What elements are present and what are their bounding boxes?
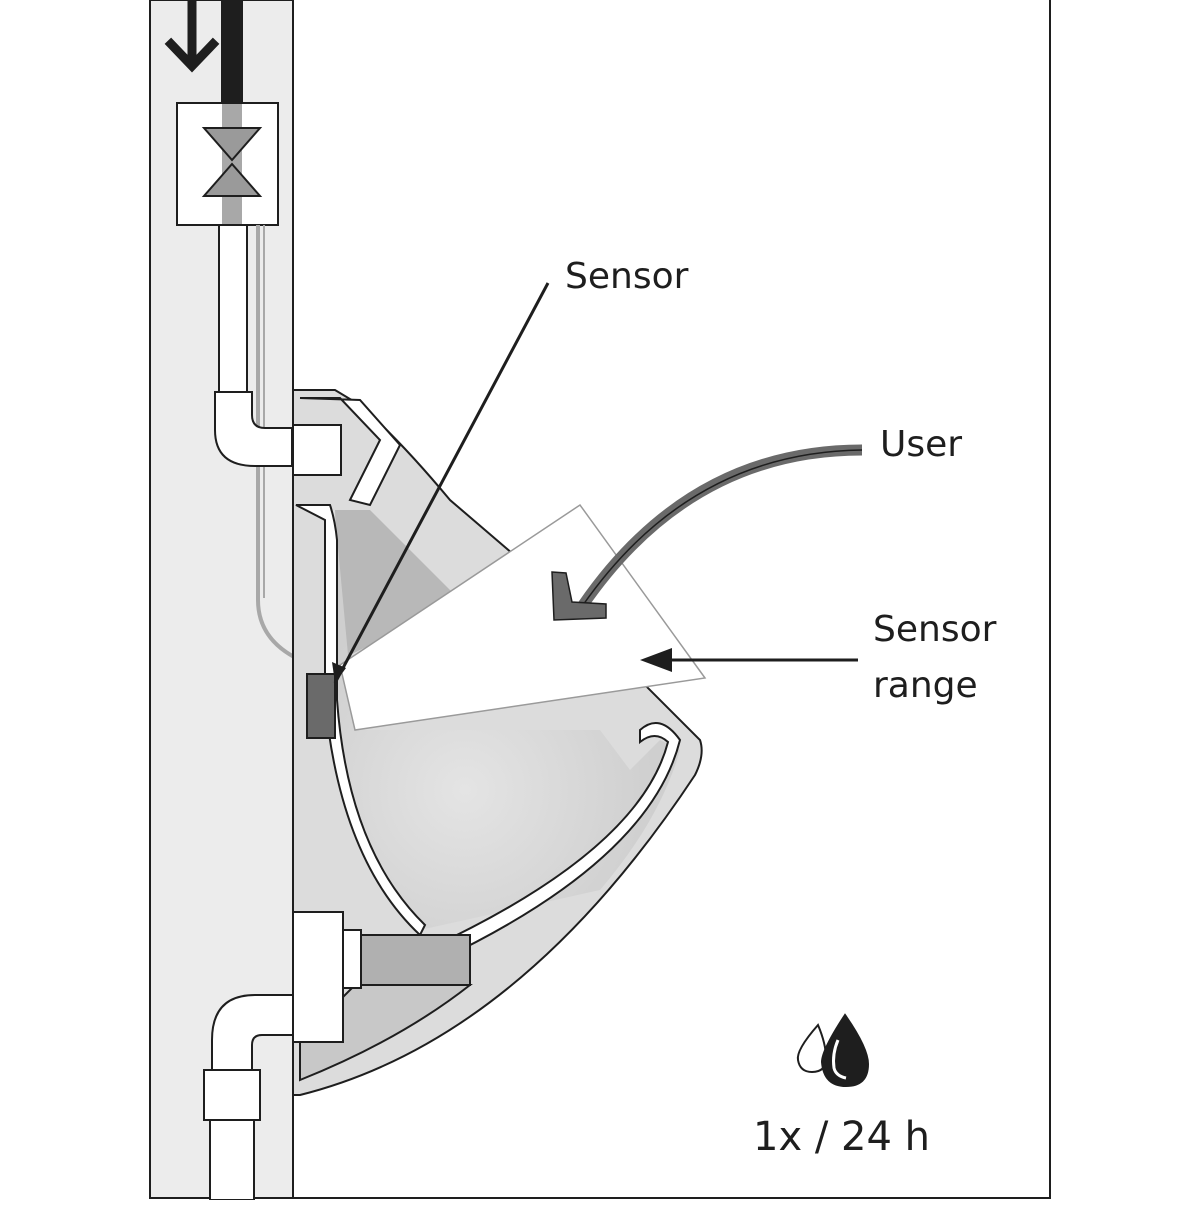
supply-pipe xyxy=(221,0,243,104)
inlet-pipe xyxy=(218,224,248,396)
flow-down-arrow-icon xyxy=(164,0,220,73)
outlet-coupling xyxy=(203,1069,261,1121)
sensor-leader-line xyxy=(333,282,550,684)
drain-connector xyxy=(292,911,344,1043)
sensor-range-line-1: Sensor xyxy=(873,609,997,650)
sensor-label: Sensor xyxy=(565,256,689,297)
inlet-connector xyxy=(292,424,342,476)
sensor-range-label: Sensor range xyxy=(873,602,996,714)
bowl xyxy=(335,515,680,930)
bowl-rim xyxy=(295,504,427,937)
water-drops-icon xyxy=(796,1013,870,1088)
sensor-unit xyxy=(306,673,336,739)
sensor-range-line-2: range xyxy=(873,665,978,706)
flush-frequency-label: 1x / 24 h xyxy=(753,1114,930,1160)
top-lip xyxy=(299,397,402,507)
user-label: User xyxy=(880,424,963,465)
user-arrowhead xyxy=(551,571,607,621)
valve-icon xyxy=(201,127,263,197)
outlet-pipe xyxy=(209,1119,255,1201)
